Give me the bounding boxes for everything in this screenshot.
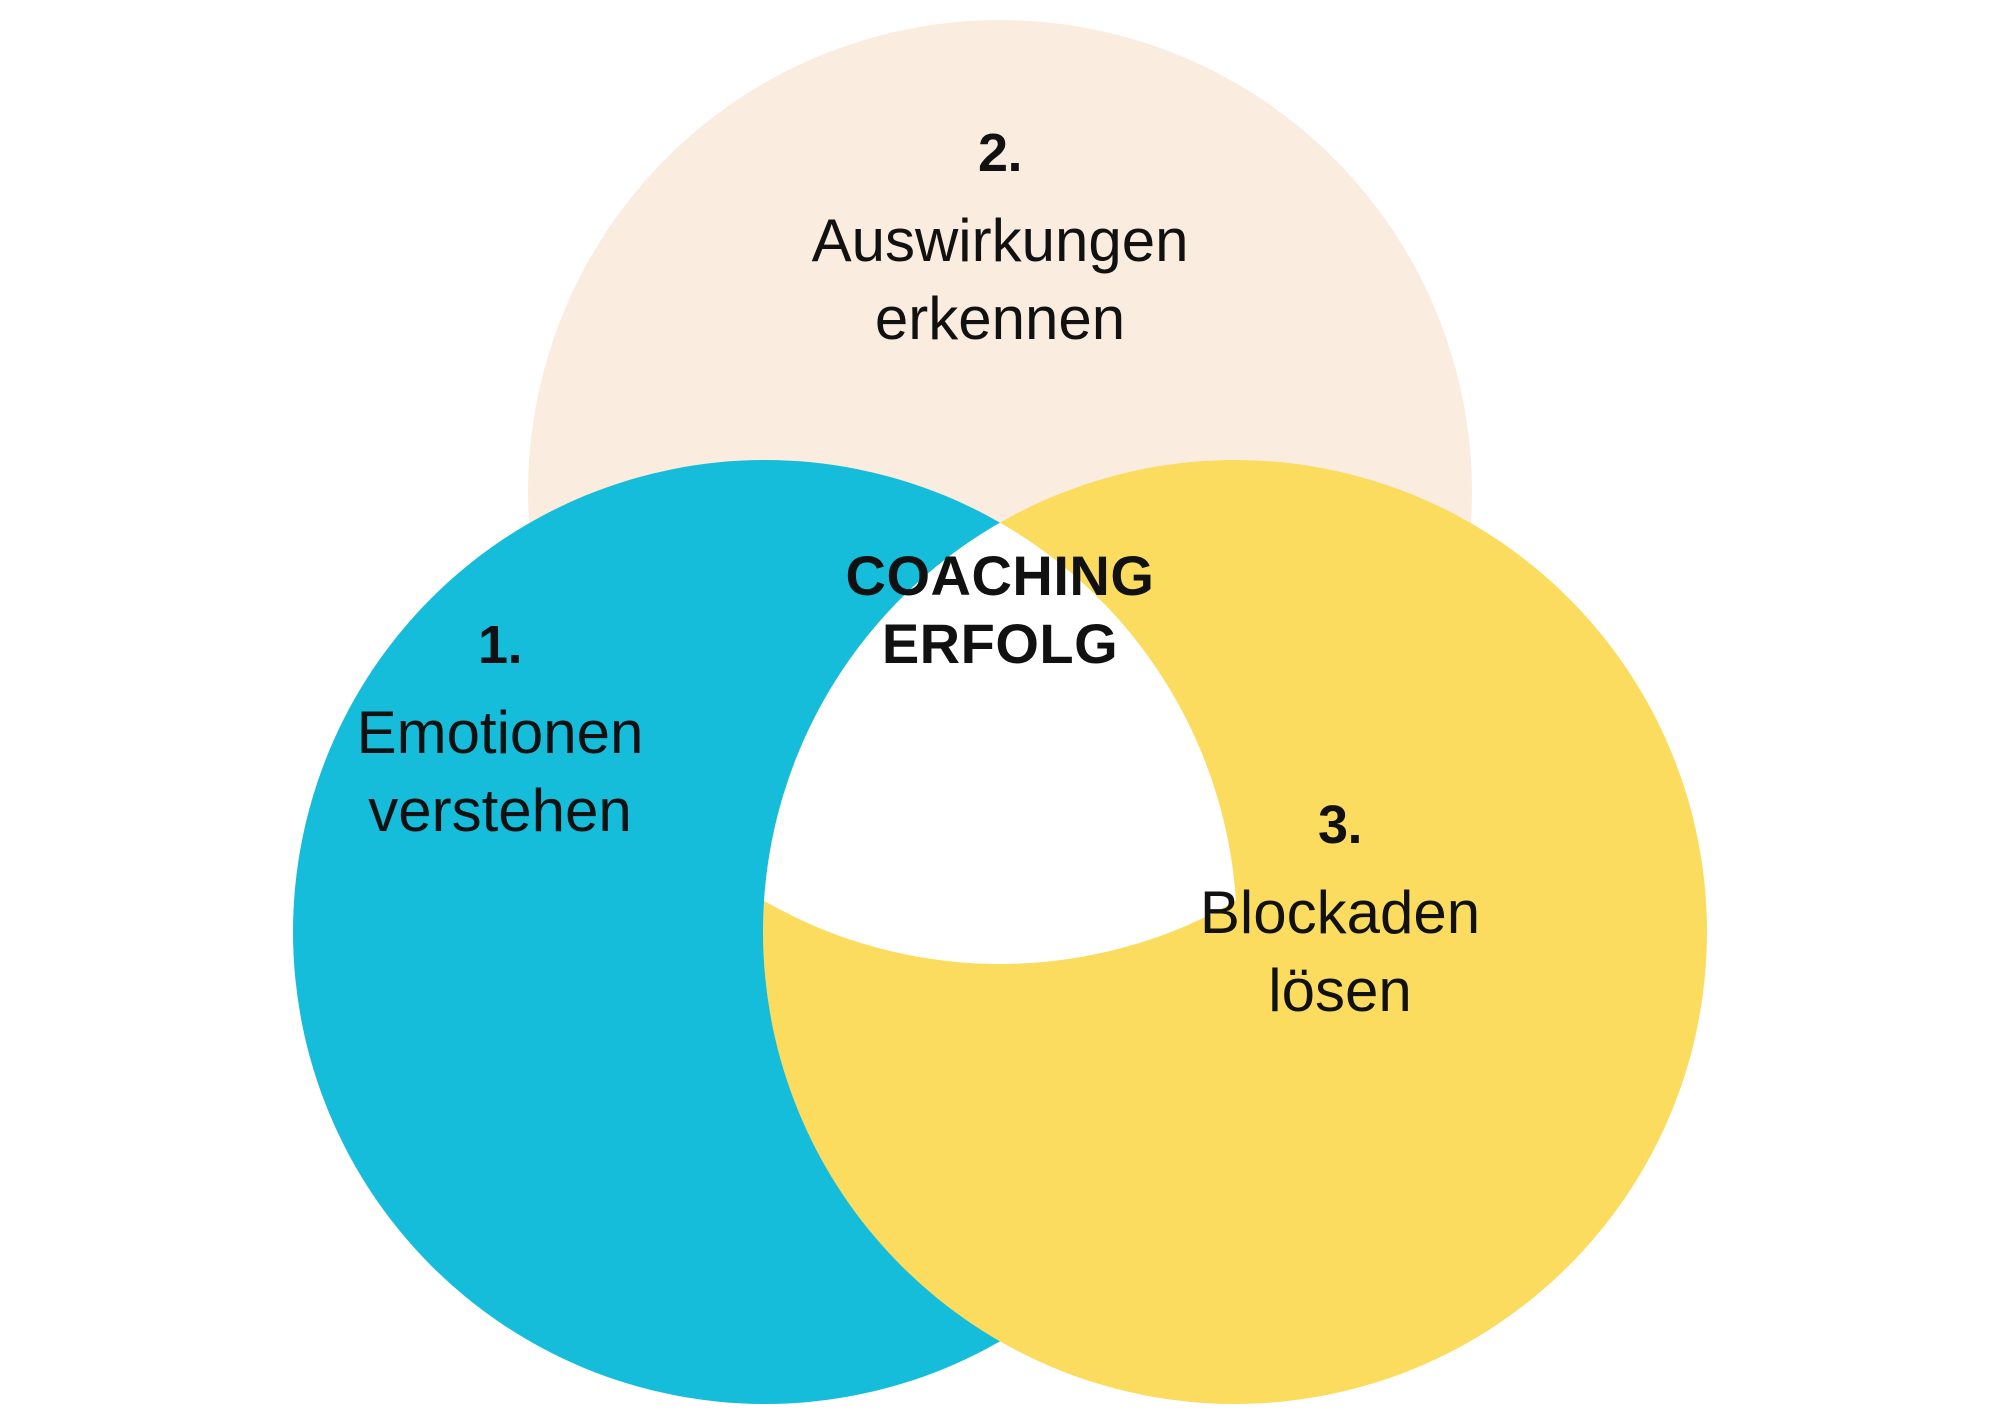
venn-diagram-canvas: 2. Auswirkungen erkennen 1. Emotionen ve… bbox=[293, 20, 1707, 1404]
venn-circles-graphic bbox=[293, 20, 1707, 1404]
